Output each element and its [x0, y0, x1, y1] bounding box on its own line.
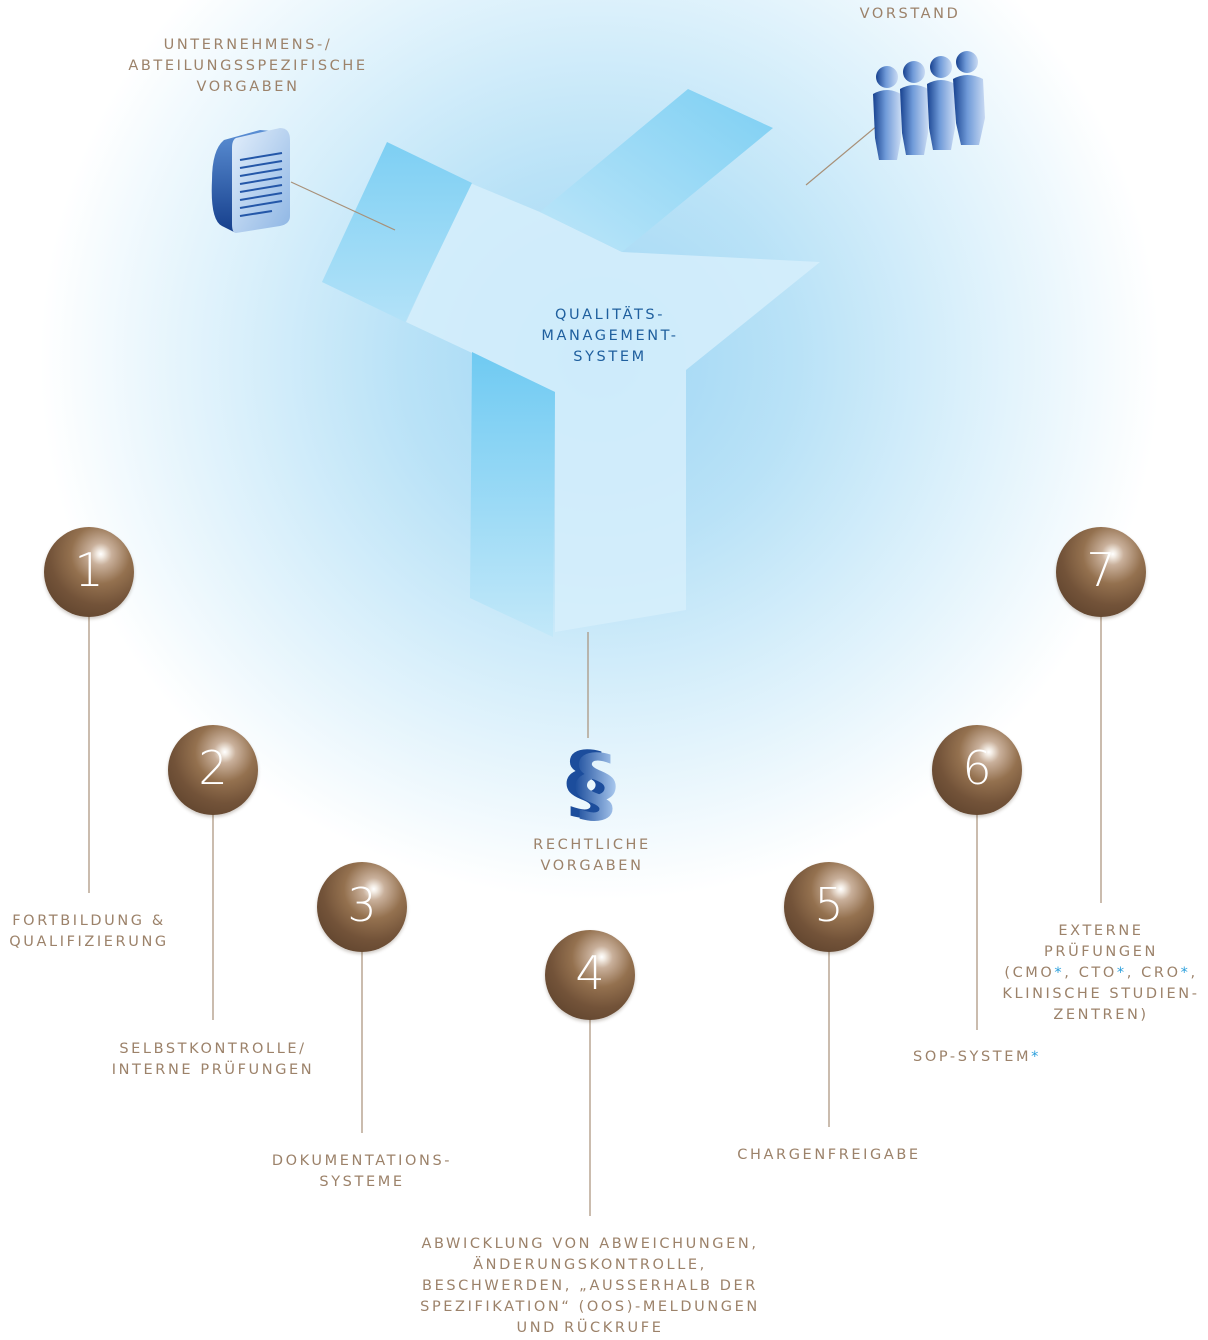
y-panel-left	[322, 142, 472, 322]
sphere-7: 7	[1056, 527, 1146, 617]
paragraph-icon: § §	[566, 735, 616, 833]
footnote-asterisk: *	[1054, 965, 1065, 981]
label-item-4: ABWICKLUNG VON ABWEICHUNGEN, ÄNDERUNGSKO…	[420, 1236, 760, 1336]
y-center-face	[406, 183, 820, 632]
y-panel-right	[540, 89, 773, 252]
sphere-2: 2	[168, 725, 258, 815]
sphere-1: 1	[44, 527, 134, 617]
label-item-3: DOKUMENTATIONS- SYSTEME	[271, 1153, 453, 1190]
label-vorstand: VORSTAND	[859, 6, 961, 22]
label-vorgaben: UNTERNEHMENS-/ ABTEILUNGSSPEZIFISCHE VOR…	[128, 37, 368, 95]
document-icon	[211, 128, 290, 233]
footnote-asterisk: *	[1116, 965, 1127, 981]
footnote-asterisk: *	[1031, 1049, 1041, 1065]
sphere-4: 4	[545, 930, 635, 1020]
sphere-3: 3	[317, 862, 407, 952]
connector-vorgaben	[290, 181, 396, 231]
y-panel-bottom	[470, 352, 555, 637]
sphere-5: 5	[784, 862, 874, 952]
svg-text:§: §	[575, 738, 616, 833]
footnote-asterisk: *	[1180, 965, 1191, 981]
label-item-5: CHARGENFREIGABE	[737, 1147, 921, 1163]
sphere-6: 6	[932, 725, 1022, 815]
label-item-6: SOP-SYSTEM*	[913, 1049, 1041, 1065]
label-item-1: FORTBILDUNG & QUALIFIZIERUNG	[9, 913, 169, 950]
label-item-7: EXTERNE PRÜFUNGEN (CMO*, CTO*, CRO*, KLI…	[1002, 923, 1200, 1023]
label-recht: RECHTLICHE VORGABEN	[533, 837, 651, 874]
people-group-icon	[873, 51, 985, 160]
label-qms: QUALITÄTS- MANAGEMENT- SYSTEM	[541, 307, 679, 365]
connector-vorstand	[805, 124, 879, 186]
label-item-2: SELBSTKONTROLLE/ INTERNE PRÜFUNGEN	[111, 1041, 315, 1078]
svg-text:§: §	[566, 735, 607, 830]
